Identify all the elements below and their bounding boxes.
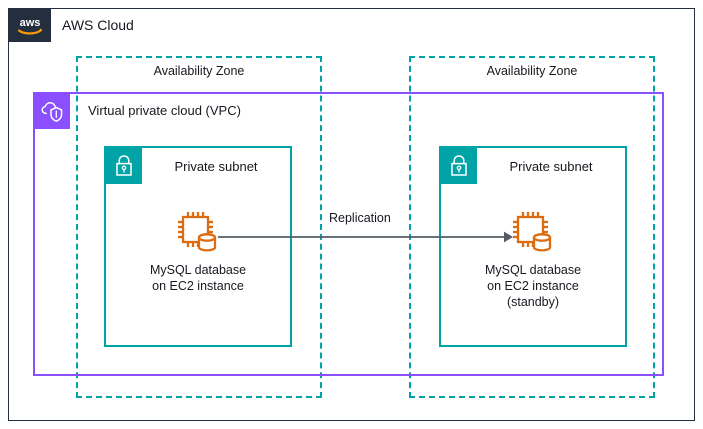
padlock-icon xyxy=(106,148,142,184)
vpc-label: Virtual private cloud (VPC) xyxy=(86,103,243,118)
aws-logo-icon: aws xyxy=(9,9,51,42)
padlock-icon xyxy=(441,148,477,184)
mysql-ec2-caption-right: MySQL database on EC2 instance (standby) xyxy=(484,263,582,309)
replication-label: Replication xyxy=(325,211,395,225)
mysql-ec2-caption-left: MySQL database on EC2 instance xyxy=(149,263,247,293)
private-subnet-left-label: Private subnet xyxy=(174,158,258,174)
availability-zone-left-label: Availability Zone xyxy=(153,64,245,78)
availability-zone-left xyxy=(76,56,322,398)
vpc-boundary xyxy=(33,92,664,376)
mysql-ec2-node-right: MySQL database on EC2 instance (standby) xyxy=(439,208,627,310)
availability-zone-right-label: Availability Zone xyxy=(486,64,578,78)
aws-cloud-label: AWS Cloud xyxy=(62,17,134,33)
replication-arrow-icon xyxy=(218,228,514,246)
ec2-database-icon xyxy=(509,208,557,256)
ec2-database-icon xyxy=(174,208,222,256)
vpc-cloud-shield-icon xyxy=(35,94,70,129)
availability-zone-right xyxy=(409,56,655,398)
svg-text:aws: aws xyxy=(20,17,41,29)
private-subnet-right-label: Private subnet xyxy=(509,158,593,174)
mysql-ec2-node-left: MySQL database on EC2 instance xyxy=(104,208,292,294)
